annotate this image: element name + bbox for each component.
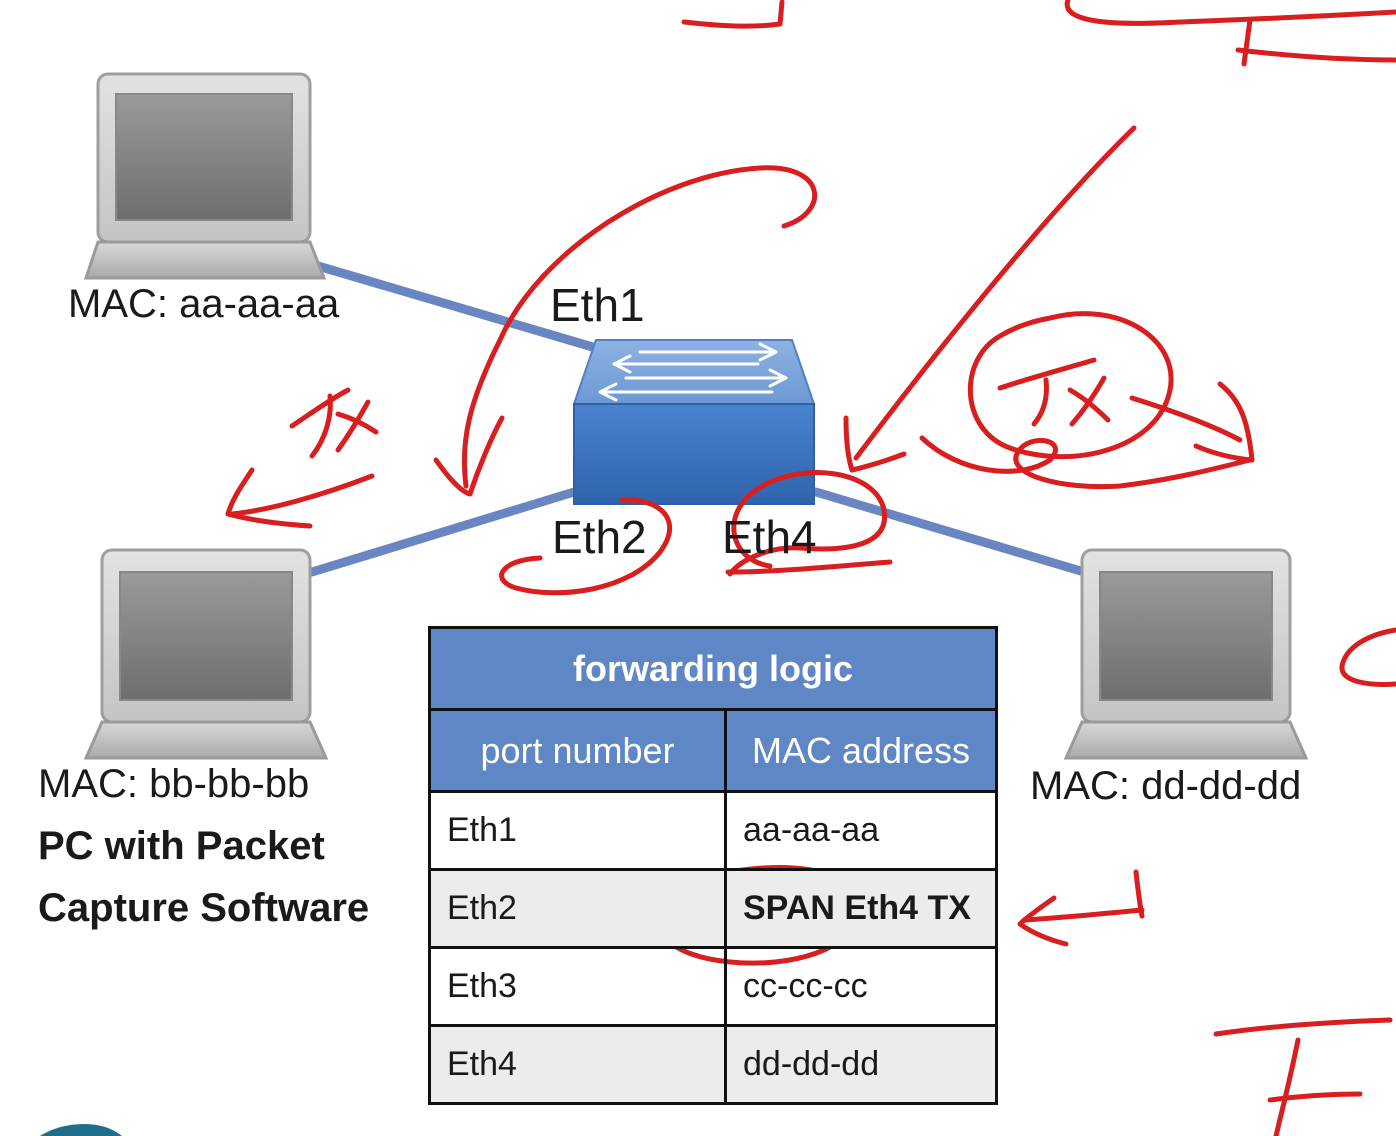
host-b-role-line1: PC with Packet [38, 824, 325, 868]
table-cell-mac: cc-cc-cc [724, 946, 998, 1027]
table-title: forwarding logic [428, 626, 998, 711]
table-cell-port: Eth3 [428, 946, 727, 1027]
forwarding-table: forwarding logic port number MAC address… [428, 626, 998, 1105]
laptop-icon [83, 548, 329, 760]
network-links [307, 261, 1089, 577]
table-row: Eth4 dd-dd-dd [428, 1024, 998, 1105]
table-cell-port: Eth1 [428, 790, 727, 871]
switch-port-eth1-label: Eth1 [550, 279, 645, 331]
table-header-mac: MAC address [724, 708, 998, 793]
table-cell-mac: SPAN Eth4 TX [724, 868, 998, 949]
link-d-eth4 [811, 487, 1089, 577]
table-cell-mac: dd-dd-dd [724, 1024, 998, 1105]
host-d-mac-label: MAC: dd-dd-dd [1030, 764, 1302, 808]
host-b-role-line2: Capture Software [38, 886, 370, 930]
logo-fragment-icon [40, 1124, 122, 1136]
switch-port-eth4-label: Eth4 [722, 511, 817, 563]
switch-port-eth2-label: Eth2 [552, 511, 647, 563]
table-cell-port: Eth4 [428, 1024, 727, 1105]
table-cell-port: Eth2 [428, 868, 727, 949]
host-a-mac-label: MAC: aa-aa-aa [68, 282, 340, 326]
laptop-icon [1063, 548, 1309, 760]
table-row: Eth3 cc-cc-cc [428, 946, 998, 1027]
host-b-mac-label: MAC: bb-bb-bb [38, 762, 310, 806]
table-header-port: port number [428, 708, 727, 793]
table-cell-mac: aa-aa-aa [724, 790, 998, 871]
table-row: Eth2 SPAN Eth4 TX [428, 868, 998, 949]
table-row: Eth1 aa-aa-aa [428, 790, 998, 871]
link-b-eth2 [307, 487, 579, 577]
laptop-icon [83, 72, 327, 280]
switch-icon [572, 339, 816, 505]
link-a-eth1 [313, 261, 601, 353]
